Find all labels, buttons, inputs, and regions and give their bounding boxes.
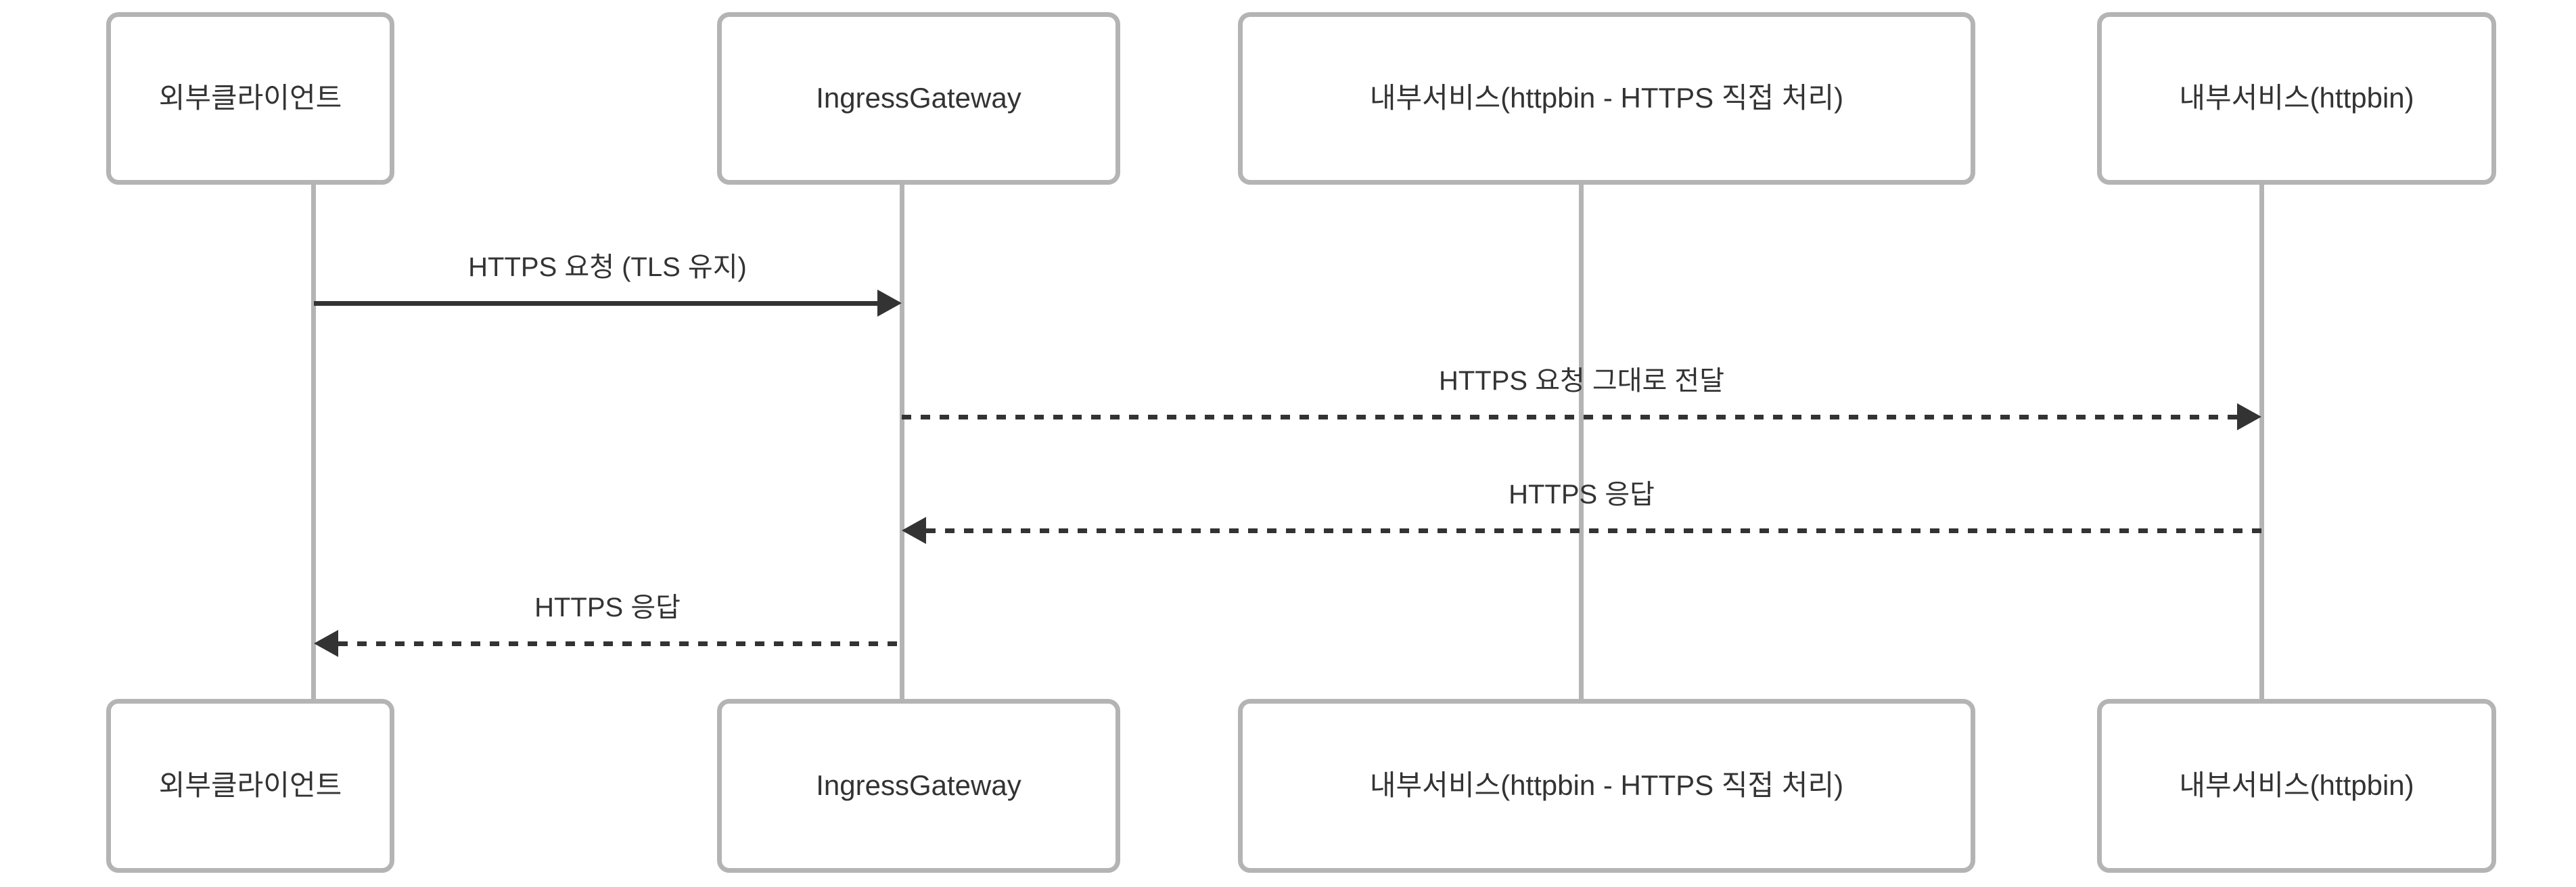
participant-label-bottom-internal-service-httpbin: 내부서비스(httpbin) — [2179, 769, 2414, 802]
message-4-label: HTTPS 응답 — [534, 593, 681, 622]
message-3-line — [926, 528, 2261, 533]
message-4-arrowhead-left — [314, 630, 338, 657]
lifeline-ingress-gateway — [900, 185, 904, 699]
participant-label-bottom-internal-service-https-direct: 내부서비스(httpbin - HTTPS 직접 처리) — [1369, 769, 1844, 802]
message-2-label: HTTPS 요청 그대로 전달 — [1438, 366, 1725, 396]
message-3-label: HTTPS 응답 — [1509, 480, 1655, 509]
participant-label-internal-service-https-direct: 내부서비스(httpbin - HTTPS 직접 처리) — [1369, 82, 1844, 114]
lifeline-internal-service-httpbin — [2259, 185, 2264, 699]
participant-label-ingress-gateway: IngressGateway — [816, 82, 1021, 114]
message-1-line — [314, 301, 877, 306]
lifeline-external-client — [311, 185, 316, 699]
message-2-arrowhead-right — [2237, 403, 2261, 430]
message-4-line — [338, 641, 902, 646]
participant-label-bottom-external-client: 외부클라이언트 — [158, 769, 342, 802]
participant-box-top-internal-service-httpbin[interactable]: 내부서비스(httpbin) — [2097, 12, 2496, 185]
lifeline-internal-service-https-direct — [1579, 185, 1584, 699]
participant-box-bottom-ingress-gateway[interactable]: IngressGateway — [717, 699, 1120, 873]
message-2-line — [902, 415, 2237, 419]
participant-label-external-client: 외부클라이언트 — [158, 82, 342, 114]
participant-box-top-ingress-gateway[interactable]: IngressGateway — [717, 12, 1120, 185]
message-1-arrowhead-right — [877, 290, 902, 317]
message-1-label: HTTPS 요청 (TLS 유지) — [468, 252, 747, 282]
participant-box-bottom-internal-service-https-direct[interactable]: 내부서비스(httpbin - HTTPS 직접 처리) — [1238, 699, 1975, 873]
participant-label-bottom-ingress-gateway: IngressGateway — [816, 769, 1021, 802]
participant-box-bottom-external-client[interactable]: 외부클라이언트 — [106, 699, 394, 873]
participant-box-top-internal-service-https-direct[interactable]: 내부서비스(httpbin - HTTPS 직접 처리) — [1238, 12, 1975, 185]
message-3-arrowhead-left — [902, 517, 926, 544]
participant-label-internal-service-httpbin: 내부서비스(httpbin) — [2179, 82, 2414, 114]
participant-box-bottom-internal-service-httpbin[interactable]: 내부서비스(httpbin) — [2097, 699, 2496, 873]
participant-box-top-external-client[interactable]: 외부클라이언트 — [106, 12, 394, 185]
